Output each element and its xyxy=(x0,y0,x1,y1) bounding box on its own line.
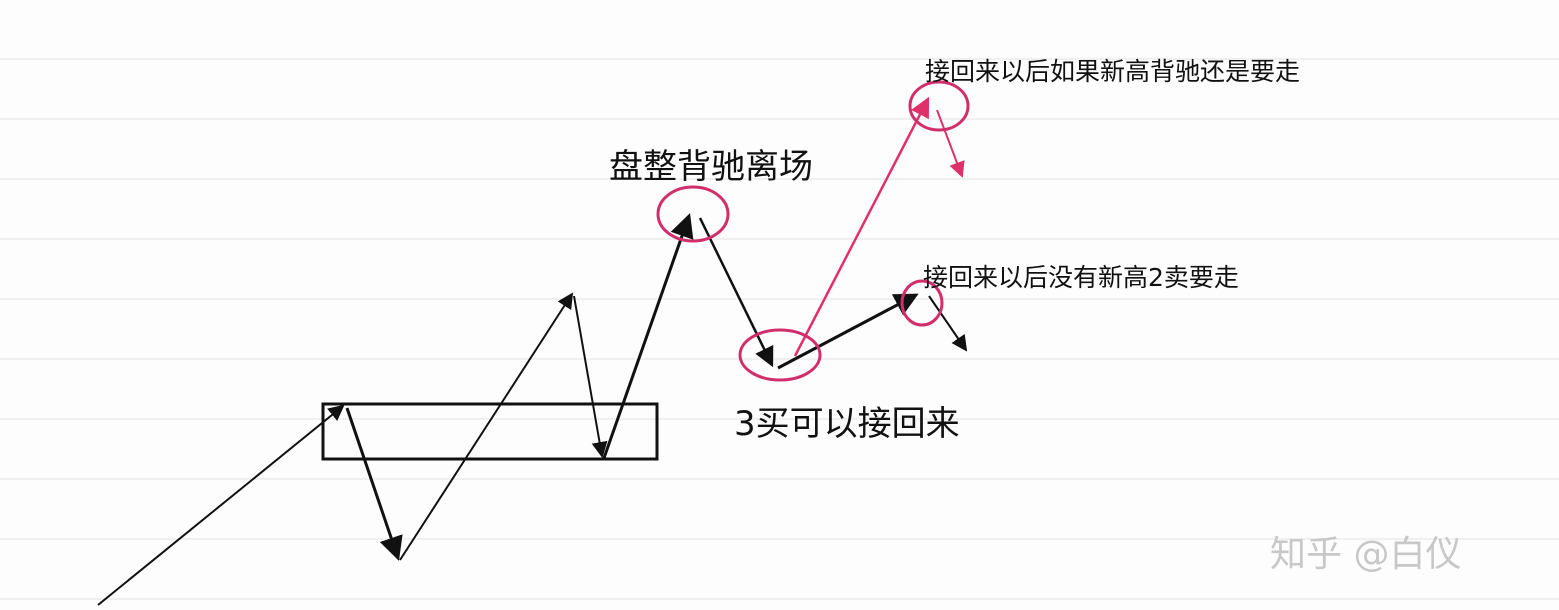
trend-arrow-7 xyxy=(777,293,919,370)
label-no-new-high-second-sell: 接回来以后没有新高2卖要走 xyxy=(923,263,1239,292)
consolidation-zone-box xyxy=(321,402,659,461)
second-sell-circle xyxy=(900,279,944,327)
new-high-arrow xyxy=(793,96,930,357)
label-third-buy: 3买可以接回来 xyxy=(734,404,960,444)
watermark: 知乎 @白仪 xyxy=(1270,534,1462,575)
trend-arrow-4 xyxy=(573,295,608,458)
divergence-circle xyxy=(656,185,730,243)
trend-arrow-8 xyxy=(928,295,968,352)
new-high-circle xyxy=(908,80,970,132)
trend-arrow-3 xyxy=(399,292,574,561)
trend-arrow-2 xyxy=(345,407,403,561)
trend-arrow-5 xyxy=(602,213,694,459)
label-new-high-divergence: 接回来以后如果新高背驰还是要走 xyxy=(925,57,1301,86)
trend-arrow-1 xyxy=(97,404,345,606)
label-consolidation-divergence-exit: 盘整背驰离场 xyxy=(609,147,813,187)
third-buy-circle xyxy=(738,328,822,382)
divergence-exit-arrow xyxy=(936,109,965,178)
trend-arrow-6 xyxy=(698,217,774,368)
